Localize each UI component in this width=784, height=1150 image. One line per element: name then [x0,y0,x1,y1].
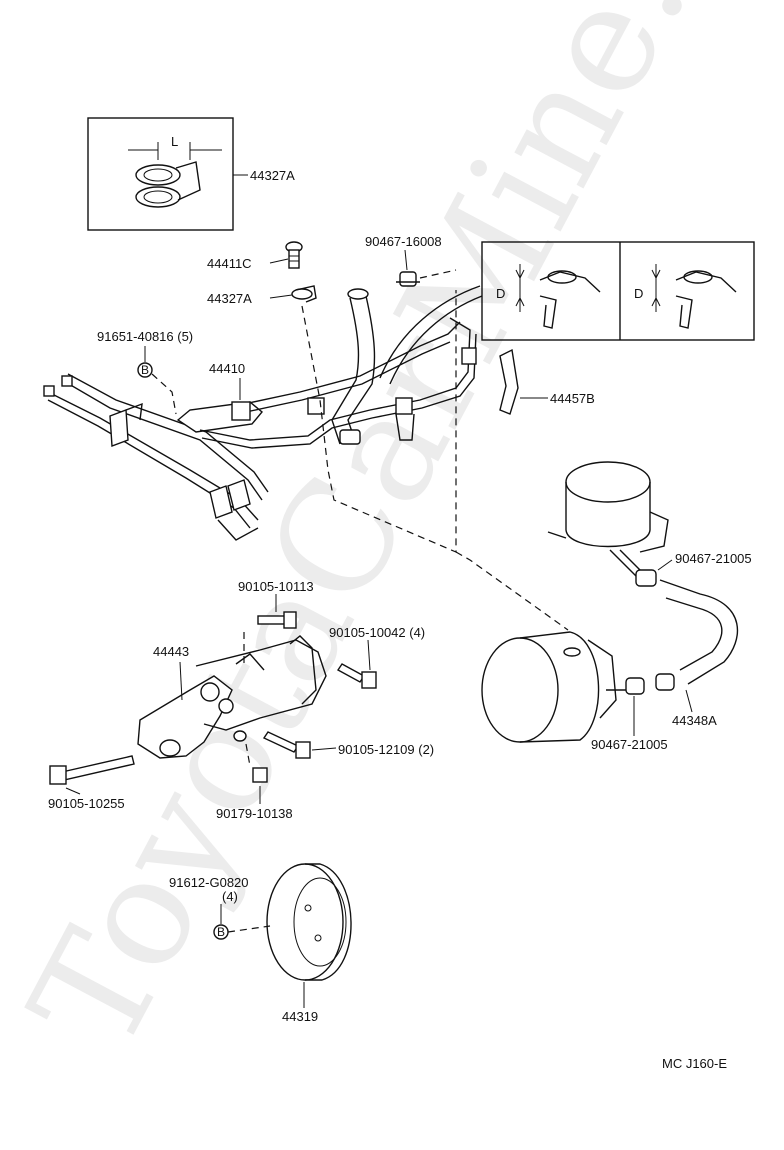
part-label-91612-qty: (4) [222,889,238,904]
bolt-44411c [285,241,303,269]
bracket-44457b [499,348,519,415]
dimension-d-label-right: D [634,286,643,301]
hose-clamp-90467-21005-a [635,569,657,587]
power-steering-pump [481,631,632,743]
part-label-44327a: 44327A [207,291,252,306]
watermark-text: ToyotaCarMine.ru [0,0,784,1077]
part-label-44443: 44443 [153,644,189,659]
return-hose [331,285,483,445]
part-label-90179-10138: 90179-10138 [216,806,293,821]
pump-bracket-44443 [137,635,327,759]
part-label-44348a: 44348A [672,713,717,728]
bolt-marker-label-2: B [217,925,225,939]
detail-box-dimension-d: D D [481,241,755,341]
bolt-90105-10113 [257,611,297,629]
hose-clamp-90467-21005-b [625,677,645,695]
part-label-44411c: 44411C [207,256,252,271]
dimension-l-label: L [171,134,178,149]
part-label-90105-10255: 90105-10255 [48,796,125,811]
hose-44348a [655,579,738,691]
part-label-90467-21005-a: 90467-21005 [675,551,752,566]
pulley-44319 [266,863,352,981]
part-label-90467-21005-b: 90467-21005 [591,737,668,752]
bolt-90105-12109 [262,731,311,759]
clamp-44327a [291,285,317,303]
bolt-marker-label-1: B [141,363,149,377]
nut-90179-10138 [252,767,268,783]
diagram-code: MC J160-E [662,1056,727,1071]
part-label-44457b: 44457B [550,391,595,406]
part-label-91651-40816: 91651-40816 (5) [97,329,193,344]
part-label-91612-g0820: 91612-G0820 [169,875,249,890]
part-label-44319: 44319 [282,1009,318,1024]
bolt-marker-91651 [137,362,153,378]
part-label-90105-10113: 90105-10113 [238,579,314,594]
part-label-90467-16008: 90467-16008 [365,234,442,249]
detail-box-clamp: L [87,117,234,231]
hose-clip-90467-16008 [396,271,420,287]
part-label-90105-12109: 90105-12109 (2) [338,742,434,757]
pressure-line-44410 [43,317,477,541]
bolt-90105-10042 [336,663,377,689]
part-label-90105-10042: 90105-10042 (4) [329,625,425,640]
part-label-44410: 44410 [209,361,245,376]
dimension-d-label-left: D [496,286,505,301]
bolt-90105-10255 [49,755,135,785]
reservoir [547,461,669,577]
part-label-44327a-detail: 44327A [250,168,295,183]
